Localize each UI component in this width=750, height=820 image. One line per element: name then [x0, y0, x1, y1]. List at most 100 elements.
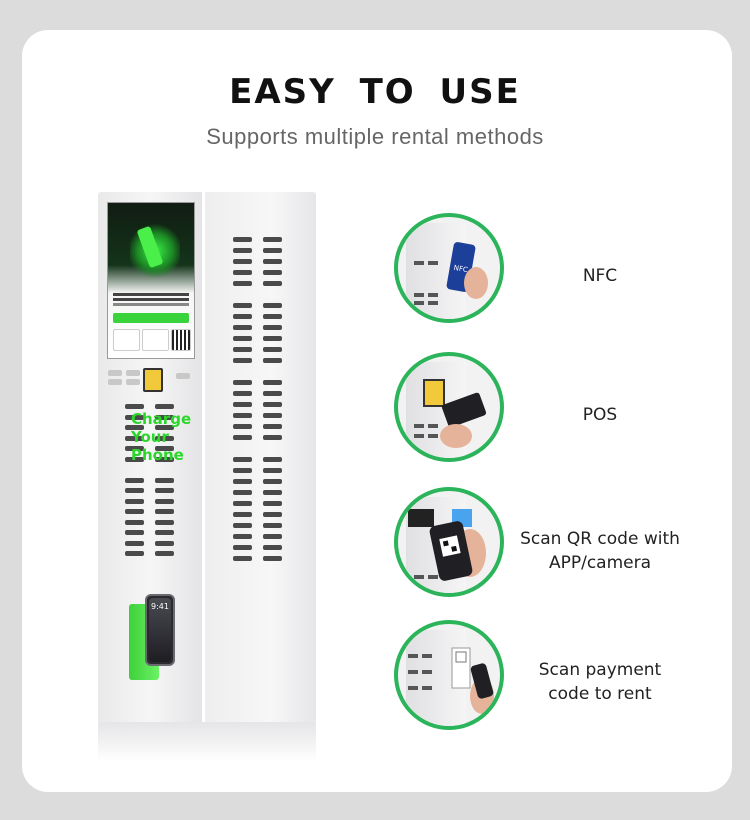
charging-slot: [233, 347, 252, 352]
charging-slot: [125, 540, 144, 546]
charging-slot: [233, 479, 252, 484]
charging-slot: [263, 424, 282, 429]
charging-slot: [155, 414, 174, 420]
page-subtitle: Supports multiple rental methods: [206, 124, 544, 149]
charging-slot: [263, 336, 282, 341]
kiosk-right-cabinet: [205, 192, 316, 722]
charging-slot: [263, 512, 282, 517]
charging-slot: [263, 457, 282, 462]
charging-slot: [263, 347, 282, 352]
charging-slot: [233, 391, 252, 396]
charging-slot: [155, 498, 174, 504]
charging-slot: [233, 545, 252, 550]
charging-slot: [155, 477, 174, 483]
page-title: EASY TO USE: [229, 72, 521, 112]
charging-slot: [233, 380, 252, 385]
charging-slot: [263, 501, 282, 506]
charging-slot: [125, 425, 144, 430]
charging-slot: [263, 402, 282, 407]
charging-slot: [125, 456, 144, 462]
charging-slot: [233, 512, 252, 517]
charging-slot: [263, 413, 282, 418]
screen-qr-icon: [171, 329, 191, 351]
pos-label: POS: [582, 405, 618, 425]
charging-slot: [263, 534, 282, 539]
charging-slot: [233, 325, 252, 330]
charging-slot: [125, 435, 144, 441]
charging-slot: [125, 498, 144, 504]
charging-slot: [233, 435, 252, 440]
charging-slot: [125, 509, 144, 514]
charging-slot: [233, 424, 252, 429]
charging-slot: [233, 336, 252, 341]
charging-slot: [155, 530, 174, 535]
tagline-line-2: Your: [131, 428, 169, 446]
tagline-line-3: Phone: [131, 446, 184, 464]
kiosk-screen: [107, 202, 195, 359]
charging-slot: [125, 551, 144, 556]
charging-slot: [233, 259, 252, 264]
charging-slot: [155, 435, 174, 441]
charging-slot: [155, 446, 174, 451]
charging-slot: [125, 488, 144, 493]
applepay-icon: [126, 370, 140, 376]
charging-slot: [125, 446, 144, 451]
nfc-method-circle: NFC: [394, 213, 504, 323]
screen-rent-button: [113, 313, 189, 323]
charging-slot: [233, 237, 252, 242]
kiosk-base: [98, 722, 316, 762]
smartphone-icon: 9:41: [145, 594, 175, 666]
charging-slot: [233, 402, 252, 407]
charging-slot: [233, 534, 252, 539]
charging-slot: [155, 425, 174, 430]
charging-slot: [263, 468, 282, 473]
charging-slot: [233, 556, 252, 561]
svg-text:NFC: NFC: [453, 264, 468, 274]
charging-slot: [233, 501, 252, 506]
pos-method-circle: [394, 352, 504, 462]
visa-icon: [108, 379, 122, 385]
nfc-label: NFC: [582, 266, 618, 286]
charging-slot: [233, 523, 252, 528]
charging-slot: [155, 404, 174, 409]
charging-slot: [125, 414, 144, 420]
charging-slot: [233, 413, 252, 418]
tagline-line-1: Charge: [131, 410, 192, 428]
charging-slot: [155, 488, 174, 493]
payment-scan-icon: [408, 647, 494, 714]
charging-slot: [263, 248, 282, 253]
mastercard-icon: [126, 379, 140, 385]
charging-slot: [263, 303, 282, 308]
kiosk-left-cabinet: 9:41: [98, 192, 202, 722]
charging-slot: [155, 456, 174, 462]
qr-method-circle: [394, 487, 504, 597]
charging-slot: [233, 490, 252, 495]
charging-slot: [155, 519, 174, 525]
power-bank-kiosk: 9:41: [98, 192, 316, 772]
charging-slot: [263, 380, 282, 385]
charging-slot: [263, 281, 282, 286]
charging-slot: [263, 259, 282, 264]
charging-slot: [233, 457, 252, 462]
charging-slot: [155, 551, 174, 556]
payment-code-label: Scan payment code to rent: [538, 660, 662, 704]
screen-return-tile: [113, 329, 140, 351]
qr-label: Scan QR code with APP/camera: [520, 529, 680, 573]
charging-slot: [263, 490, 282, 495]
charging-slot: [233, 468, 252, 473]
charging-slot: [263, 358, 282, 363]
contactless-icon: [176, 373, 190, 379]
charging-slot: [263, 556, 282, 561]
qr-code-phone-icon: [408, 509, 486, 581]
card-reader-icon: [143, 368, 163, 392]
charging-slot: [263, 479, 282, 484]
charging-slot: [263, 325, 282, 330]
charging-slot: [125, 519, 144, 525]
charging-slot: [155, 509, 174, 514]
charging-slot: [233, 270, 252, 275]
charging-slot: [233, 248, 252, 253]
screen-business-tile: [142, 329, 169, 351]
charging-slot: [263, 270, 282, 275]
charging-slot: [125, 530, 144, 535]
payment-logos: [106, 368, 196, 388]
